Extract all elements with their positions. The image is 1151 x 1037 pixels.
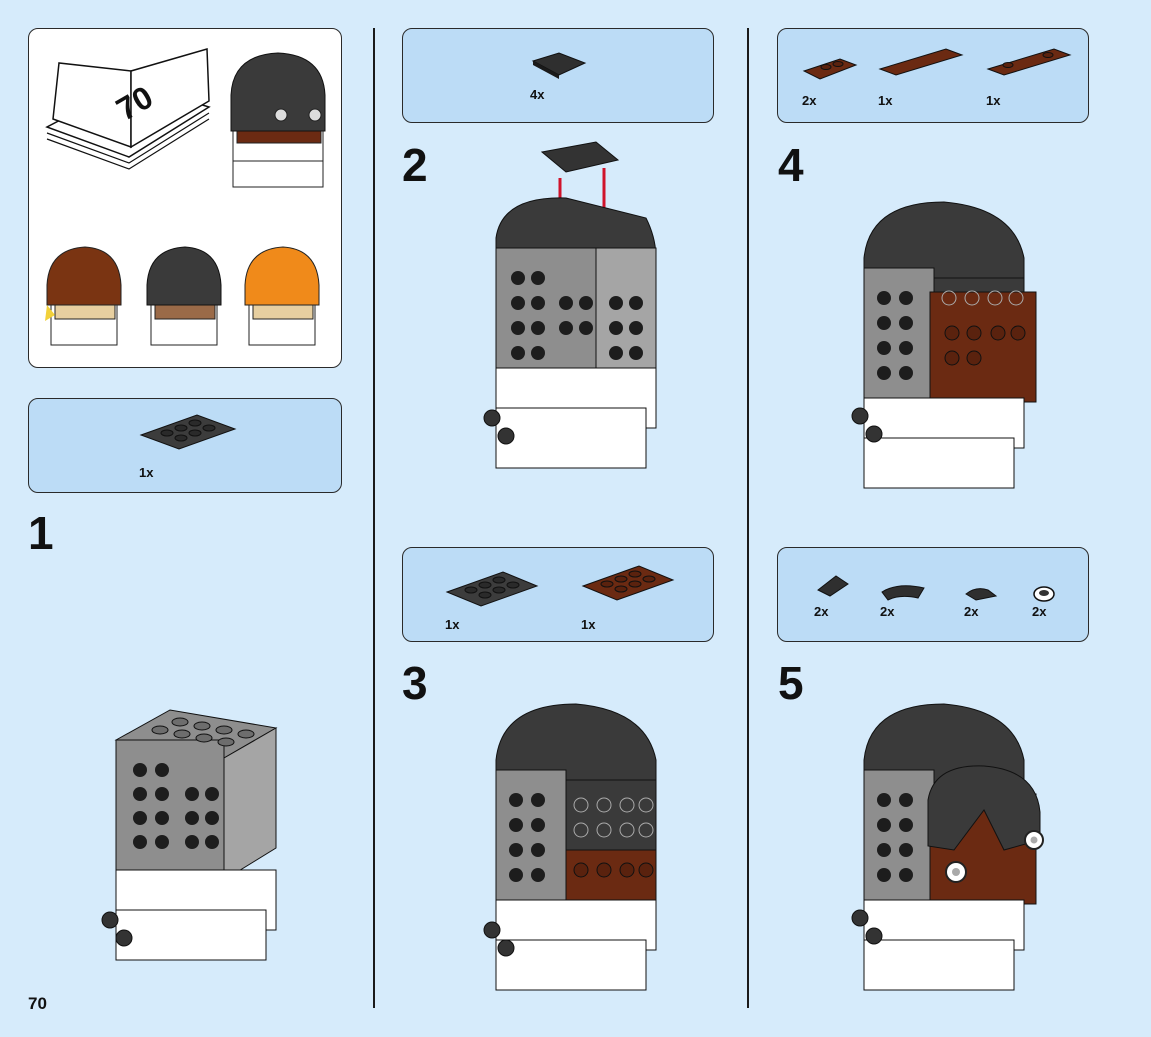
part-quantity: 2x	[802, 93, 816, 108]
step-4-parts-callout: 2x 1x 1x	[777, 28, 1089, 123]
page-number: 70	[28, 994, 47, 1014]
part-quantity: 1x	[878, 93, 892, 108]
part-reddish-brown-plate-small	[800, 57, 860, 87]
part-quantity: 2x	[814, 604, 828, 619]
part-black-slope-tile	[814, 572, 854, 602]
alt-head-orange-hair	[239, 245, 323, 355]
part-white-eye-tile	[1030, 582, 1060, 606]
part-quantity: 1x	[581, 617, 595, 632]
step-number-5: 5	[778, 660, 804, 706]
step-3-model	[486, 700, 676, 1000]
part-quantity: 2x	[880, 604, 894, 619]
step-1-model	[100, 710, 290, 970]
completed-brickheadz-preview	[223, 51, 333, 201]
step-4-model	[854, 198, 1044, 498]
step-3-parts-callout: 1x 1x	[402, 547, 714, 642]
part-reddish-brown-plate-long	[876, 47, 966, 79]
step-number-1: 1	[28, 510, 54, 556]
step-1-parts-callout: 1x	[28, 398, 342, 493]
column-divider-left	[373, 28, 375, 1008]
part-black-curved-slope	[529, 51, 589, 81]
alt-head-blond	[41, 245, 125, 355]
step-2-model	[486, 138, 676, 498]
part-dark-grey-plate	[443, 568, 539, 608]
part-quantity: 1x	[445, 617, 459, 632]
part-quantity: 1x	[986, 93, 1000, 108]
step-2-parts-callout: 4x	[402, 28, 714, 123]
step-number-3: 3	[402, 660, 428, 706]
part-quantity: 2x	[964, 604, 978, 619]
column-divider-right	[747, 28, 749, 1008]
step-5-parts-callout: 2x 2x 2x 2x	[777, 547, 1089, 642]
step-number-4: 4	[778, 142, 804, 188]
part-dark-grey-plate	[137, 411, 237, 451]
alt-head-black-hair	[141, 245, 225, 355]
part-quantity: 2x	[1032, 604, 1046, 619]
part-reddish-brown-jumper	[984, 47, 1074, 79]
step-number-2: 2	[402, 142, 428, 188]
part-reddish-brown-plate	[579, 562, 675, 602]
part-quantity: 1x	[139, 465, 153, 480]
model-preview-panel: 70	[28, 28, 342, 368]
step-5-model	[854, 700, 1054, 1000]
part-quantity: 4x	[530, 87, 544, 102]
